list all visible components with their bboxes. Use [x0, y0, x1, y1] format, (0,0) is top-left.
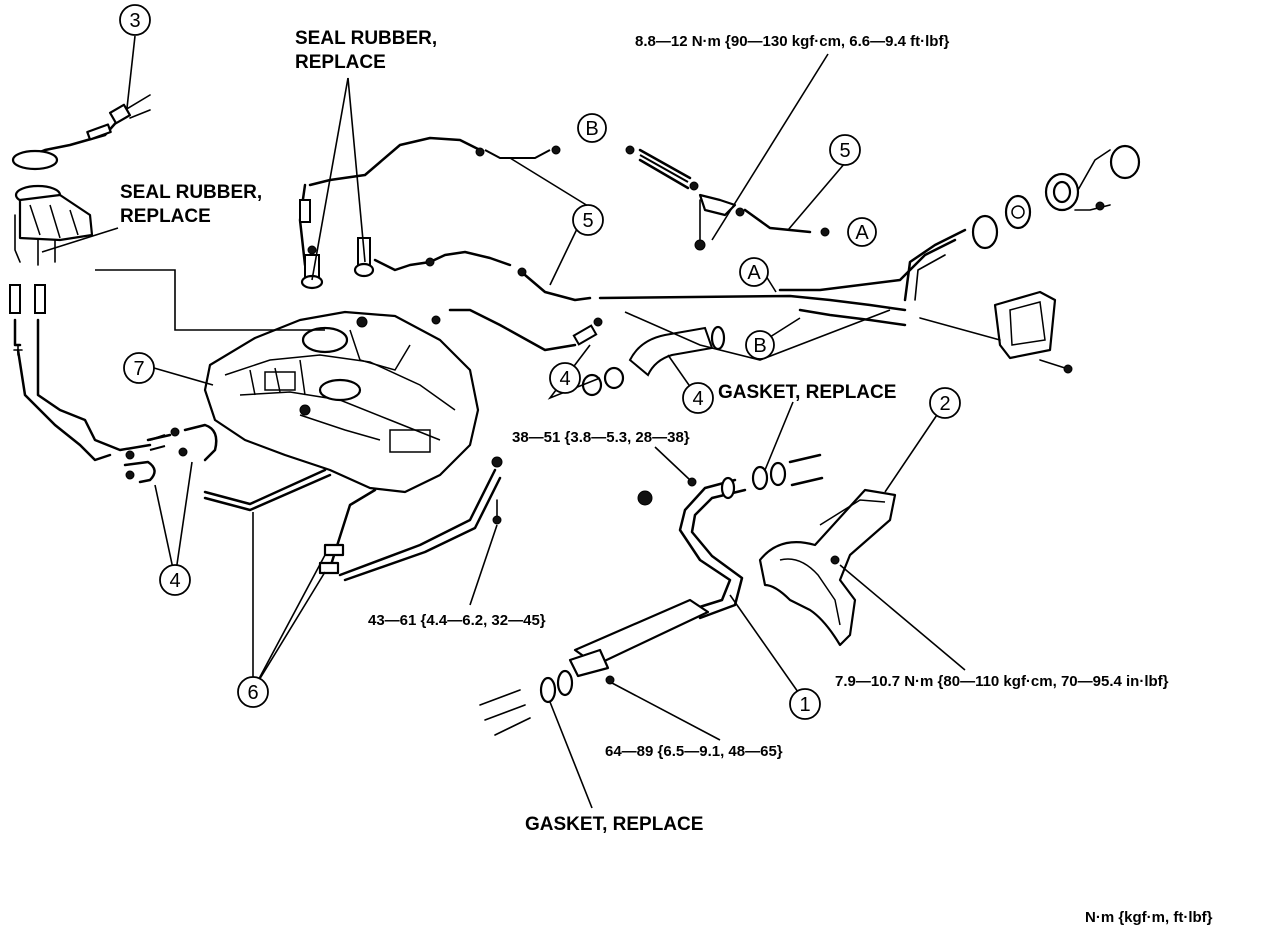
torque-heat-shield: 7.9—10.7 N·m {80—110 kgf·cm, 70—95.4 in·… — [835, 673, 1169, 690]
seal-rubber-top-line2: REPLACE — [295, 52, 386, 73]
svg-text:4: 4 — [169, 570, 180, 592]
callout-1: 1 — [789, 688, 821, 720]
left-hoses — [9, 284, 218, 484]
svg-text:4: 4 — [692, 388, 703, 410]
gasket-replace-right: GASKET, REPLACE — [718, 382, 896, 403]
callout-ref-b-top: B — [577, 113, 607, 143]
seal-rubber-top-line1: SEAL RUBBER, — [295, 28, 437, 49]
callout-4-left: 4 — [159, 564, 191, 596]
svg-text:5: 5 — [839, 140, 850, 162]
tank-top-tubes — [298, 136, 603, 352]
svg-text:6: 6 — [247, 682, 258, 704]
torque-exhaust-rear: 64—89 {6.5—9.1, 48—65} — [605, 743, 783, 760]
callout-2: 2 — [929, 387, 961, 419]
callout-3: 3 — [119, 4, 151, 36]
svg-text:3: 3 — [129, 10, 140, 32]
unit-note: N·m {kgf·m, ft·lbf} — [1085, 909, 1213, 926]
callout-ref-b-filler: B — [745, 330, 775, 360]
callout-5-middle: 5 — [572, 204, 604, 236]
callout-4-middle: 4 — [549, 362, 581, 394]
callout-7: 7 — [123, 352, 155, 384]
leader-lines — [41, 35, 966, 809]
svg-text:A: A — [855, 222, 869, 244]
exhaust-pipe — [479, 453, 824, 736]
callout-4-filler: 4 — [682, 382, 714, 414]
torque-strap-bolt: 43—61 {4.4—6.2, 32—45} — [368, 612, 546, 629]
torque-exhaust-front: 38—51 {3.8—5.3, 28—38} — [512, 429, 690, 446]
callout-ref-a-right: A — [847, 217, 877, 247]
svg-text:7: 7 — [133, 358, 144, 380]
svg-text:2: 2 — [939, 393, 950, 415]
seal-rubber-left-line1: SEAL RUBBER, — [120, 182, 262, 203]
filler-neck — [598, 144, 1141, 374]
right-hoses — [625, 145, 830, 251]
svg-text:5: 5 — [582, 210, 593, 232]
seal-rubber-left-line2: REPLACE — [120, 206, 211, 227]
torque-hose-clamp: 8.8—12 N·m {90—130 kgf·cm, 6.6—9.4 ft·lb… — [635, 33, 949, 50]
svg-text:1: 1 — [799, 694, 810, 716]
svg-text:A: A — [747, 262, 761, 284]
heat-shield — [758, 488, 897, 647]
gasket-replace-bottom: GASKET, REPLACE — [525, 814, 703, 835]
svg-text:B: B — [585, 118, 598, 140]
fuel-tank — [203, 310, 480, 494]
svg-text:B: B — [753, 335, 766, 357]
tank-straps — [203, 456, 503, 582]
fuel-pump-unit — [11, 94, 151, 266]
callout-6: 6 — [237, 676, 269, 708]
svg-text:4: 4 — [559, 368, 570, 390]
callout-5-right: 5 — [829, 134, 861, 166]
callout-ref-a-filler: A — [739, 257, 769, 287]
